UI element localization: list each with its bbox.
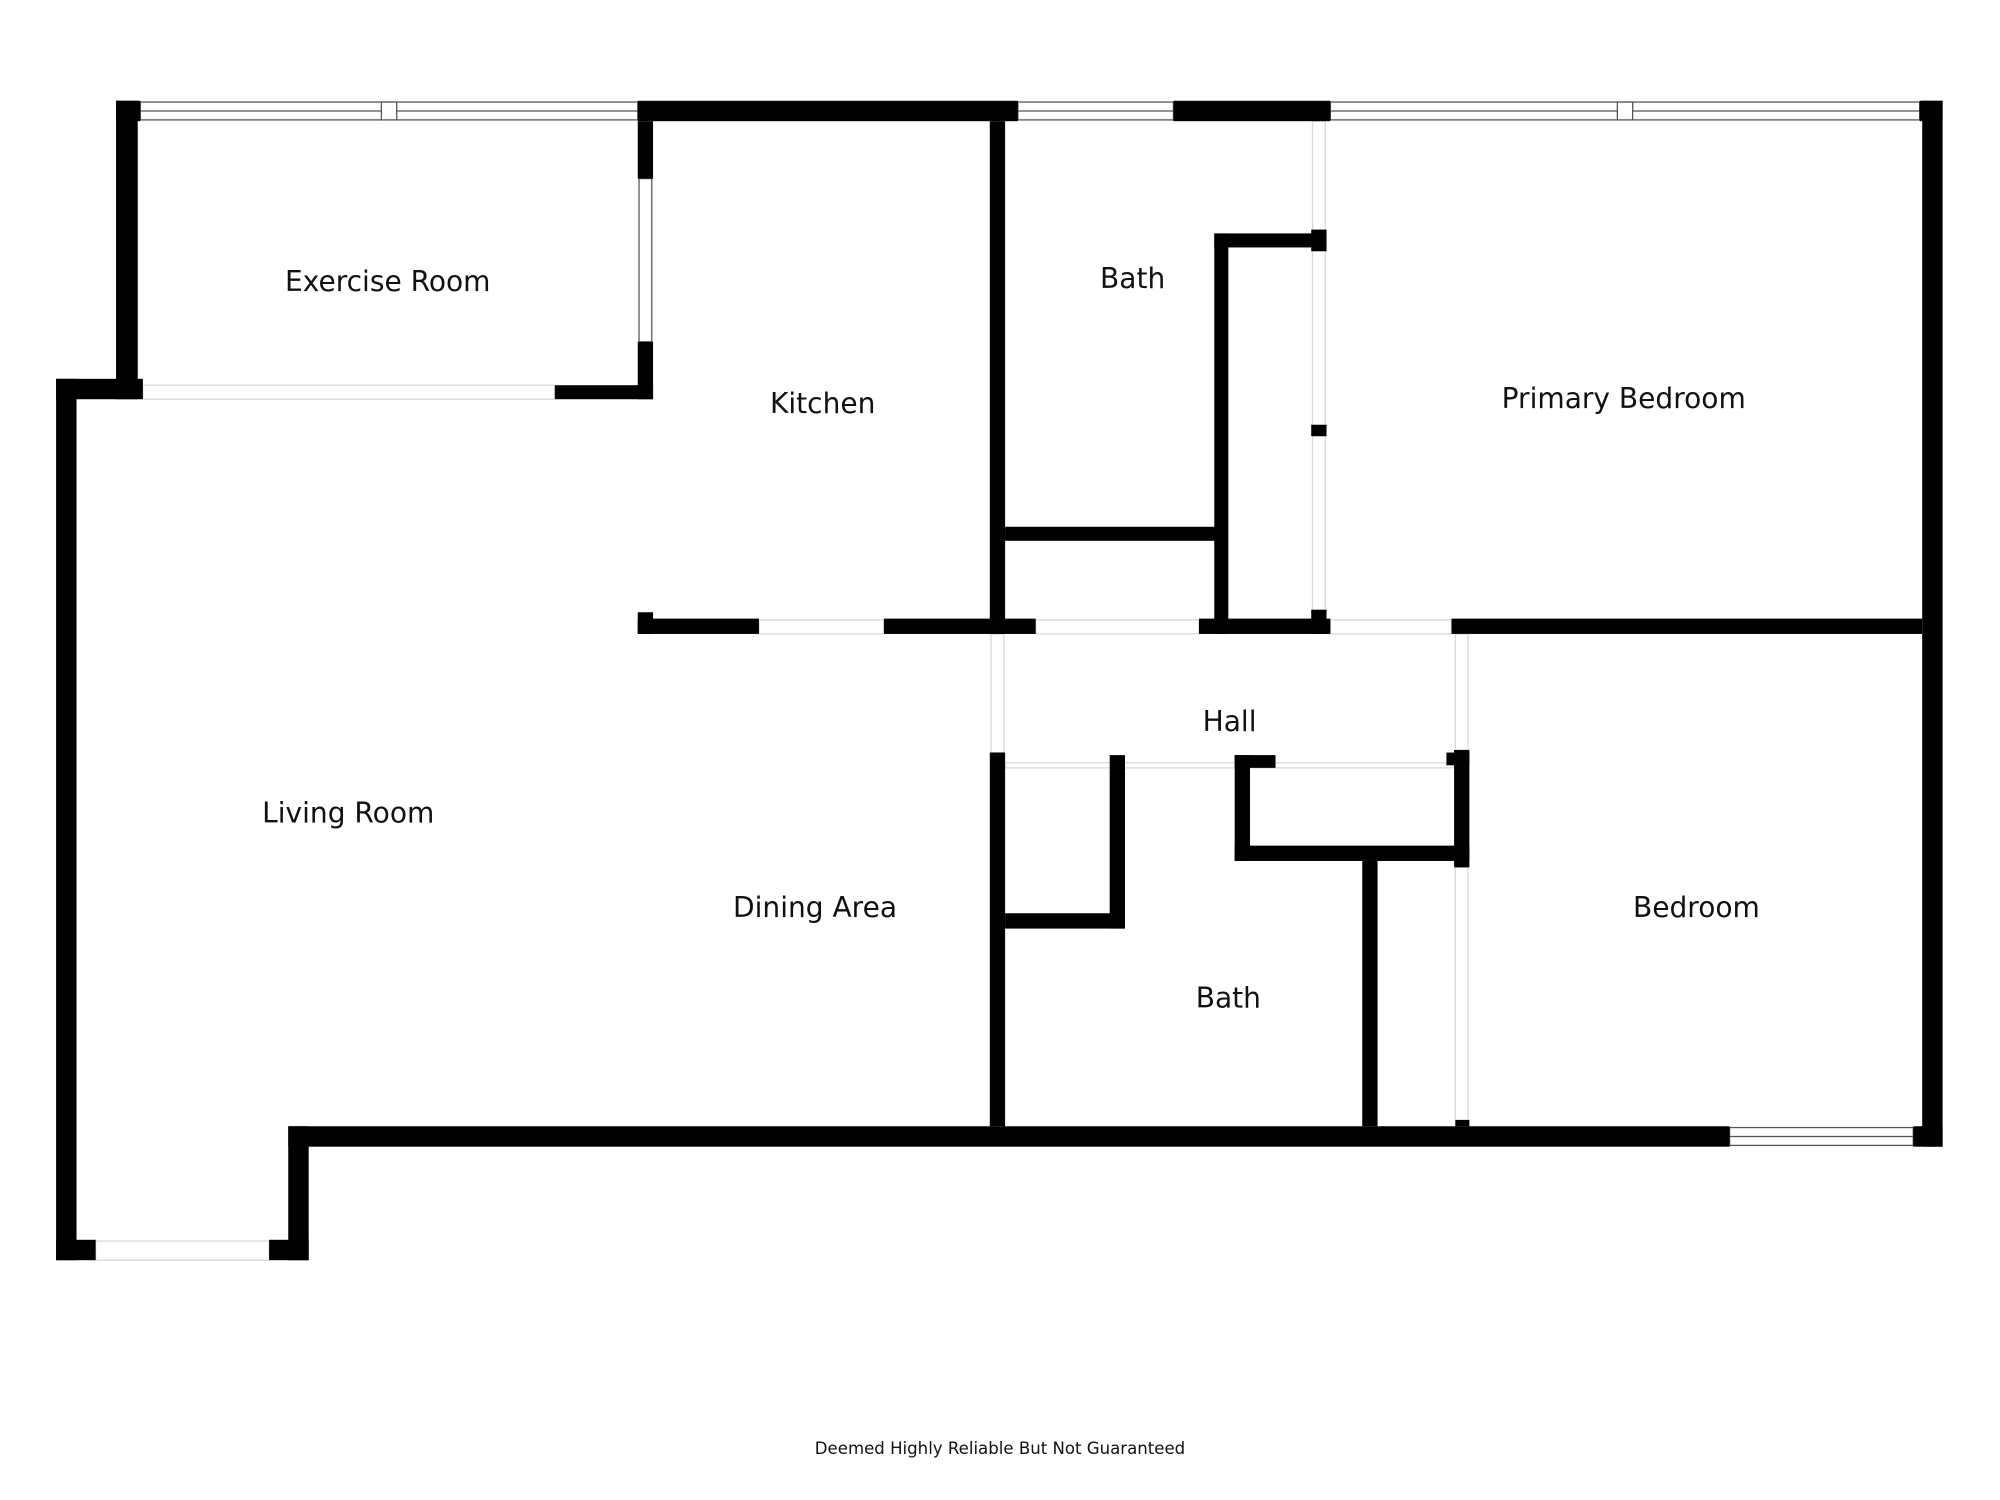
room-label-dining-area: Dining Area bbox=[733, 891, 897, 924]
walls bbox=[56, 100, 1943, 1261]
room-label-living-room: Living Room bbox=[262, 797, 434, 830]
room-label-bath-upper: Bath bbox=[1100, 262, 1165, 295]
room-label-exercise-room: Exercise Room bbox=[285, 265, 491, 298]
room-label-kitchen: Kitchen bbox=[770, 387, 875, 420]
room-label-bedroom: Bedroom bbox=[1633, 891, 1760, 924]
disclaimer: Deemed Highly Reliable But Not Guarantee… bbox=[815, 1439, 1185, 1458]
room-label-hall: Hall bbox=[1203, 705, 1257, 738]
room-label-bath-lower: Bath bbox=[1196, 982, 1261, 1015]
room-labels: Exercise Room Kitchen Bath Primary Bedro… bbox=[262, 262, 1760, 1014]
room-label-primary-bedroom: Primary Bedroom bbox=[1502, 382, 1746, 415]
